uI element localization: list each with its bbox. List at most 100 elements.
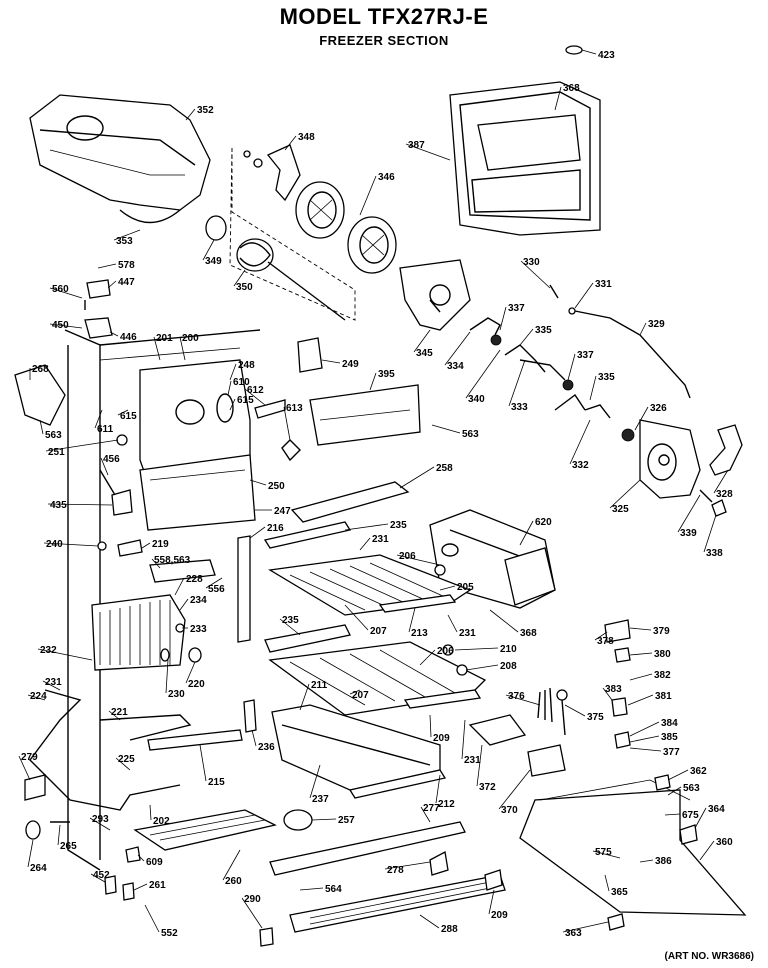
toe-grille-part — [289, 874, 506, 933]
callout-label: 205 — [457, 582, 474, 593]
callout-leader — [151, 558, 161, 569]
part-348-bracket — [266, 144, 301, 202]
callout-label: 268 — [32, 364, 49, 375]
callout-leader — [199, 744, 207, 782]
part-215-rail — [147, 729, 243, 751]
callout-label: 326 — [650, 403, 667, 414]
callout-label: 209 — [433, 733, 450, 744]
callout-leader — [137, 854, 145, 862]
callout-label: 249 — [342, 359, 359, 370]
callout-label: 372 — [479, 782, 496, 793]
callout-label: 293 — [92, 814, 109, 825]
callout-leader — [699, 840, 715, 861]
callout-leader — [454, 647, 499, 651]
callout-leader — [283, 406, 291, 441]
ice-pan-part — [271, 704, 447, 799]
callout-label: 216 — [267, 523, 284, 534]
callout-leader — [664, 813, 681, 816]
callout-label: 231 — [464, 755, 481, 766]
base-pan-part — [519, 779, 747, 916]
part-447 — [86, 279, 111, 299]
part-236 — [243, 699, 257, 733]
callout-leader — [439, 585, 456, 591]
callout-leader — [149, 804, 152, 821]
part-364 — [679, 824, 698, 845]
callout-label: 340 — [468, 394, 485, 405]
dispenser-door-frame-part — [449, 81, 601, 236]
callout-leader — [520, 260, 551, 289]
part-208-lower — [456, 664, 468, 676]
callout-label: 237 — [312, 794, 329, 805]
callout-label: 329 — [648, 319, 665, 330]
callout-leader — [49, 323, 83, 329]
callout-label: 231 — [45, 677, 62, 688]
callout-leader — [420, 806, 431, 823]
callout-label: 258 — [436, 463, 453, 474]
callout-label: 332 — [572, 460, 589, 471]
callout-label: 213 — [411, 628, 428, 639]
callout-leader — [165, 659, 169, 694]
callout-leader — [107, 280, 117, 289]
callout-leader — [384, 861, 431, 870]
callout-leader — [115, 757, 131, 771]
callout-leader — [399, 466, 435, 489]
callout-label: 376 — [508, 691, 525, 702]
callout-leader — [519, 520, 534, 546]
callout-leader — [205, 577, 223, 589]
ice-maker-motor-housing-part — [621, 419, 701, 499]
diagram-subtitle: FREEZER SECTION — [319, 33, 449, 48]
callout-leader — [244, 388, 266, 406]
callout-label: 613 — [286, 403, 303, 414]
lower-shelf-part — [264, 624, 487, 716]
callout-leader — [629, 652, 653, 656]
part-279 — [24, 774, 46, 801]
callout-leader — [233, 269, 246, 287]
callout-leader — [694, 807, 707, 829]
callout-label: 288 — [441, 924, 458, 935]
callout-label: 277 — [423, 803, 440, 814]
callout-label: 290 — [244, 894, 261, 905]
callout-label: 446 — [120, 332, 137, 343]
callout-label: 206 — [399, 551, 416, 562]
part-613-fan — [281, 439, 301, 462]
callout-leader — [369, 372, 377, 391]
callout-leader — [241, 897, 263, 929]
callout-label: 211 — [311, 680, 328, 691]
callout-leader — [508, 359, 526, 407]
callout-leader — [311, 818, 337, 821]
callout-label: 201 — [156, 333, 173, 344]
ice-bucket-part — [29, 94, 211, 224]
callout-label: 620 — [535, 517, 552, 528]
callout-label: 232 — [40, 645, 57, 656]
callout-label: 257 — [338, 815, 355, 826]
callout-label: 212 — [438, 799, 455, 810]
callout-label: 564 — [325, 884, 342, 895]
part-330 — [549, 284, 559, 299]
callout-label: 335 — [535, 325, 552, 336]
part-456-wire — [99, 469, 116, 496]
callout-leader — [581, 49, 597, 55]
callout-leader — [444, 331, 471, 366]
callout-label: 375 — [587, 712, 604, 723]
callout-leader — [344, 604, 369, 631]
callout-leader — [419, 649, 436, 666]
callout-leader — [57, 824, 61, 846]
part-209 — [484, 869, 503, 891]
callout-label: 337 — [577, 350, 594, 361]
callout-label: 207 — [352, 690, 369, 701]
callout-leader — [359, 537, 371, 551]
callout-label: 363 — [565, 928, 582, 939]
callout-label: 247 — [274, 506, 291, 517]
part-423-gasket — [565, 45, 583, 55]
callout-leader — [476, 744, 483, 787]
callout-label: 236 — [258, 742, 275, 753]
diagram-title: MODEL TFX27RJ-E — [279, 4, 489, 29]
evaporator-part — [91, 594, 186, 671]
callout-leader — [90, 873, 106, 883]
callout-label: 563 — [45, 430, 62, 441]
callout-label: 381 — [655, 691, 672, 702]
callout-leader — [133, 883, 148, 891]
callout-leader — [179, 336, 186, 361]
part-261 — [122, 882, 135, 901]
part-washer — [253, 158, 263, 168]
